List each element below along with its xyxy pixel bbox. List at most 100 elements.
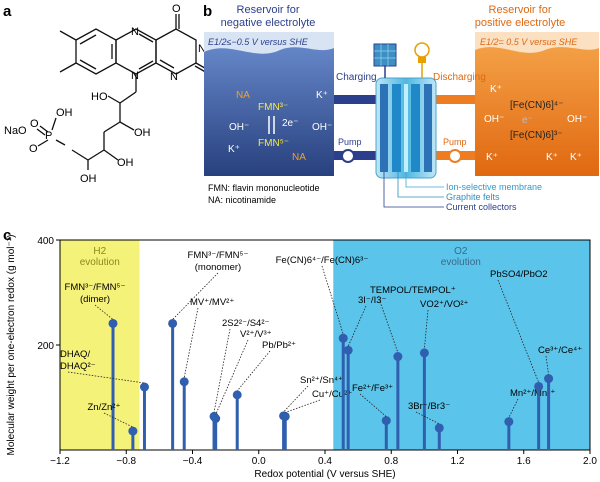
atom-oh-p: OH bbox=[56, 107, 73, 119]
leader-13 bbox=[377, 295, 399, 353]
solar-grid bbox=[374, 44, 396, 66]
leader-5 bbox=[213, 328, 231, 413]
point-7 bbox=[232, 390, 242, 400]
leader-9 bbox=[285, 399, 321, 413]
neg-title-1: Reservoir for bbox=[237, 4, 300, 16]
atom-n2: N bbox=[131, 70, 139, 82]
atom-o-top: O bbox=[172, 3, 181, 15]
point-label-6: V²⁺/V³⁺ bbox=[240, 329, 272, 340]
panel-b-letter: b bbox=[203, 3, 212, 20]
leader-1 bbox=[103, 412, 134, 428]
point-13 bbox=[393, 352, 403, 362]
point-label-16: Mn²⁺/Mn³⁺ bbox=[510, 388, 555, 399]
pos-title-1: Reservoir for bbox=[489, 4, 552, 16]
region-0 bbox=[60, 240, 140, 450]
x-tick-label-7: 1.6 bbox=[517, 456, 531, 467]
point-10 bbox=[338, 333, 348, 343]
point-label-7: Pb/Pb²⁺ bbox=[262, 340, 296, 351]
y-axis-label: Molecular weight per one-electron redox … bbox=[6, 235, 17, 456]
neg-pipe-bottom bbox=[334, 151, 376, 160]
current-collector-left bbox=[380, 84, 388, 172]
y-tick-label-1: 400 bbox=[37, 236, 54, 247]
leader-15 bbox=[415, 411, 440, 425]
x-tick-label-4: 0.4 bbox=[318, 456, 332, 467]
pos-oh1: OH⁻ bbox=[484, 114, 504, 125]
current-collector-right bbox=[424, 84, 432, 172]
atom-oh1: OH bbox=[134, 127, 151, 139]
neg-potential: E1/2≤−0.5 V versus SHE bbox=[208, 37, 309, 47]
leader-0 bbox=[94, 304, 114, 320]
neg-fmn5: FMN⁵⁻ bbox=[258, 138, 289, 149]
pump-right-label: Pump bbox=[443, 137, 467, 147]
point-label-3: FMN³⁻/FMN⁵⁻ bbox=[188, 250, 249, 261]
neg-na2: NA bbox=[292, 152, 306, 163]
neg-oh1: OH⁻ bbox=[229, 122, 249, 133]
membrane-label: Ion-selective membrane bbox=[446, 182, 542, 192]
neg-title-2: negative electrolyte bbox=[221, 17, 316, 29]
graphite-felt-right bbox=[411, 84, 420, 172]
collectors-label: Current collectors bbox=[446, 202, 517, 212]
leader-14 bbox=[423, 309, 429, 349]
pos-title-2: positive electrolyte bbox=[475, 17, 566, 29]
o2-label-2: evolution bbox=[441, 257, 481, 268]
pos-species: K⁺ [Fe(CN)6]⁴⁻ OH⁻ e⁻ OH⁻ [Fe(CN)6]³⁻ K⁺… bbox=[484, 84, 587, 163]
neg-oh2: OH⁻ bbox=[312, 122, 332, 133]
point-11 bbox=[343, 345, 353, 355]
h2-label-1: H2 bbox=[93, 246, 106, 257]
pump-left-icon bbox=[341, 149, 355, 163]
panel-c-letter: c bbox=[3, 227, 11, 244]
point-label-0-line1: (dimer) bbox=[80, 294, 110, 305]
x-tick-label-6: 1.2 bbox=[451, 456, 465, 467]
solar-panel-icon bbox=[373, 43, 397, 67]
leader-16 bbox=[508, 398, 519, 418]
discharging-label: Discharging bbox=[433, 72, 486, 83]
point-9 bbox=[280, 411, 290, 421]
point-label-11: 3I⁻/I3⁻ bbox=[358, 295, 387, 306]
atom-oh2: OH bbox=[117, 157, 134, 169]
point-label-10: Fe(CN)6⁴⁻/Fe(CN)6³⁻ bbox=[276, 255, 369, 266]
neg-kplus1: K⁺ bbox=[316, 90, 328, 101]
point-label-0: FMN³⁻/FMN⁵⁻ bbox=[65, 282, 126, 293]
charging-label: Charging bbox=[336, 72, 377, 83]
point-label-13: TEMPOL/TEMPOL⁺ bbox=[370, 285, 456, 296]
leader-3 bbox=[172, 272, 219, 320]
point-label-3-line1: (monomer) bbox=[195, 262, 241, 273]
atom-oh-bottom: OH bbox=[80, 173, 97, 185]
point-label-15: 3Br⁻/Br3⁻ bbox=[408, 401, 450, 412]
y-tick-label-0: 200 bbox=[37, 341, 54, 352]
point-label-1: Zn/Zn²⁺ bbox=[88, 402, 121, 413]
pos-kplus1: K⁺ bbox=[490, 84, 502, 95]
x-axis-label: Redox potential (V versus SHE) bbox=[254, 469, 395, 480]
pos-potential: E1/2= 0.5 V versus SHE bbox=[480, 37, 578, 47]
point-label-17: PbSO4/PbO2 bbox=[490, 269, 548, 280]
bulb-base bbox=[418, 57, 426, 63]
neg-na: NA bbox=[236, 90, 250, 101]
graphite-label: Graphite felts bbox=[446, 192, 500, 202]
neg-pipe-top bbox=[334, 95, 376, 104]
point-label-4: MV⁺/MV²⁺ bbox=[190, 297, 234, 308]
point-12 bbox=[381, 416, 391, 426]
point-0 bbox=[108, 318, 118, 328]
x-tick-label-2: −0.4 bbox=[183, 456, 203, 467]
pump-right-icon bbox=[448, 149, 462, 163]
point-label-12: Fe²⁺/Fe³⁺ bbox=[352, 383, 393, 394]
leader-8 bbox=[283, 385, 309, 413]
point-label-8: Sn²⁺/Sn⁴⁺ bbox=[300, 375, 343, 386]
point-18 bbox=[544, 374, 554, 384]
h2-label-2: evolution bbox=[80, 257, 120, 268]
point-14 bbox=[419, 348, 429, 358]
leader-18 bbox=[545, 355, 549, 375]
neg-reservoir bbox=[204, 32, 334, 176]
leader-2 bbox=[67, 371, 145, 384]
point-15 bbox=[434, 423, 444, 433]
point-label-2: DHAQ/ bbox=[60, 349, 90, 360]
panel-a-letter: a bbox=[3, 3, 12, 20]
flavin-atom-labels: O NH O N N N HO OH OH OH NaO P O O OH bbox=[4, 3, 217, 185]
pos-eminus: e⁻ bbox=[522, 115, 533, 126]
neg-arrows bbox=[268, 116, 275, 134]
atom-n3: N bbox=[170, 71, 178, 83]
pos-kplus4: K⁺ bbox=[570, 152, 582, 163]
